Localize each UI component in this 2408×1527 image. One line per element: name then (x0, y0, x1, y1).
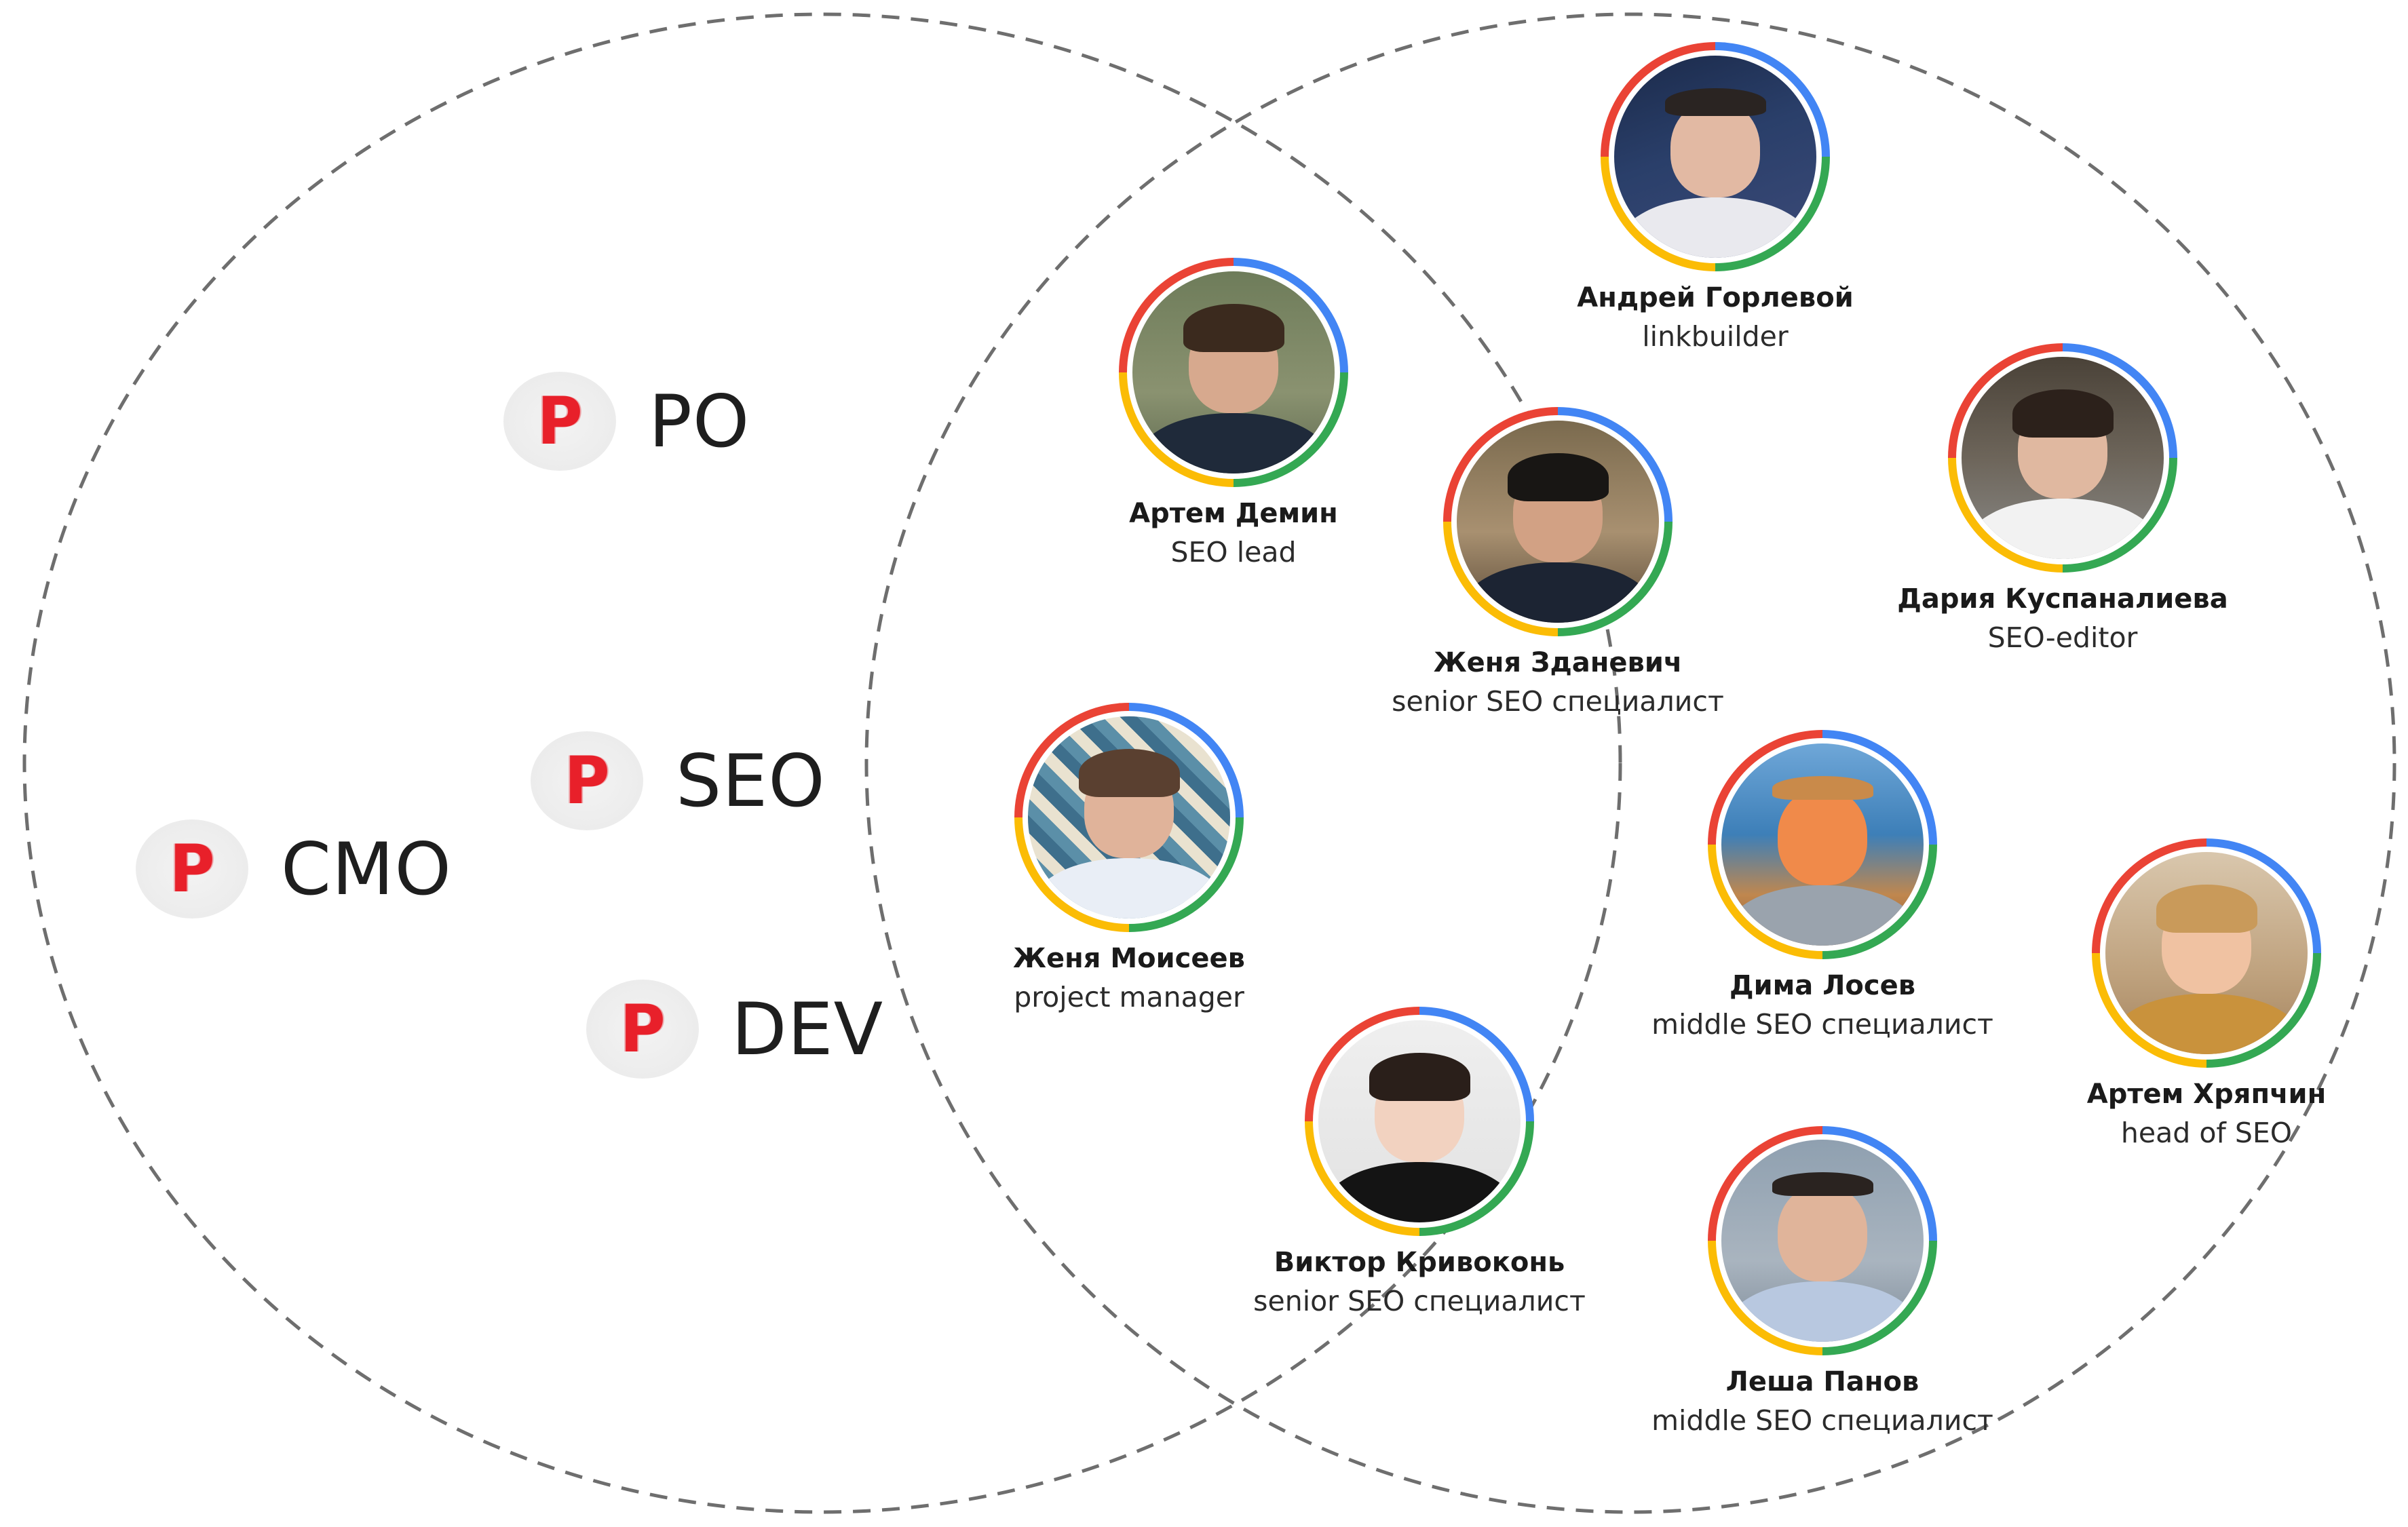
person-name: Артем Хряпчин (2086, 1079, 2327, 1110)
person-title: middle SEO специалист (1651, 1404, 1993, 1437)
person-name: Дима Лосев (1729, 970, 1916, 1001)
person-photo (2105, 852, 2308, 1054)
person-card: Артем Хряпчин head of SEO (1969, 838, 2408, 1149)
person-photo (1318, 1020, 1521, 1222)
avatar (1443, 407, 1673, 636)
person-photo (1962, 357, 2164, 559)
avatar (1948, 343, 2177, 573)
p-logo-icon: P (503, 372, 616, 471)
person-card: Виктор Кривоконь senior SEO специалист (1182, 1007, 1657, 1317)
person-photo (1132, 271, 1335, 473)
person-card: Женя Зданевич senior SEO специалист (1320, 407, 1795, 718)
role-label: DEV (731, 987, 884, 1071)
person-card: Артем Демин SEO lead (996, 258, 1471, 568)
role-label: CMO (281, 827, 452, 911)
person-title: middle SEO специалист (1651, 1008, 1993, 1041)
avatar (1708, 1126, 1937, 1355)
person-name: Леша Панов (1725, 1366, 1919, 1397)
person-photo (1721, 1140, 1924, 1342)
avatar (1305, 1007, 1534, 1236)
right-dashed-circle (864, 12, 2396, 1514)
person-title: senior SEO специалист (1253, 1285, 1586, 1317)
person-card: Дима Лосев middle SEO специалист (1585, 730, 2060, 1041)
person-title: linkbuilder (1642, 320, 1789, 353)
avatar (1601, 42, 1830, 271)
person-card: Андрей Горлевой linkbuilder (1478, 42, 1953, 353)
avatar (1708, 730, 1937, 959)
person-title: head of SEO (2120, 1117, 2293, 1149)
role-po: P PO (503, 372, 750, 471)
person-name: Артем Демин (1129, 498, 1338, 529)
role-cmo: P CMO (136, 819, 452, 919)
person-title: SEO-editor (1987, 621, 2138, 654)
person-card: Женя Моисеев project manager (892, 703, 1367, 1013)
avatar (1014, 703, 1244, 932)
person-photo (1614, 56, 1816, 258)
avatar (2092, 838, 2321, 1068)
person-card: Леша Панов middle SEO специалист (1585, 1126, 2060, 1437)
role-label: PO (649, 379, 750, 463)
person-title: project manager (1014, 981, 1244, 1013)
person-name: Женя Зданевич (1433, 647, 1683, 678)
p-logo-icon: P (586, 980, 699, 1079)
person-photo (1457, 421, 1659, 623)
person-name: Дария Куспаналиева (1897, 583, 2228, 615)
avatar (1119, 258, 1348, 487)
p-logo-icon: P (136, 819, 248, 919)
person-title: senior SEO специалист (1392, 685, 1724, 718)
person-card: Дария Куспаналиева SEO-editor (1825, 343, 2300, 654)
person-name: Женя Моисеев (1013, 943, 1245, 974)
person-name: Андрей Горлевой (1577, 282, 1854, 313)
role-dev: P DEV (586, 980, 883, 1079)
person-name: Виктор Кривоконь (1274, 1247, 1565, 1278)
p-logo-icon: P (531, 731, 643, 830)
person-photo (1721, 743, 1924, 946)
left-dashed-circle (22, 12, 1622, 1514)
person-title: SEO lead (1170, 536, 1297, 568)
person-photo (1028, 716, 1230, 919)
role-seo: P SEO (531, 731, 826, 830)
role-label: SEO (676, 739, 826, 823)
